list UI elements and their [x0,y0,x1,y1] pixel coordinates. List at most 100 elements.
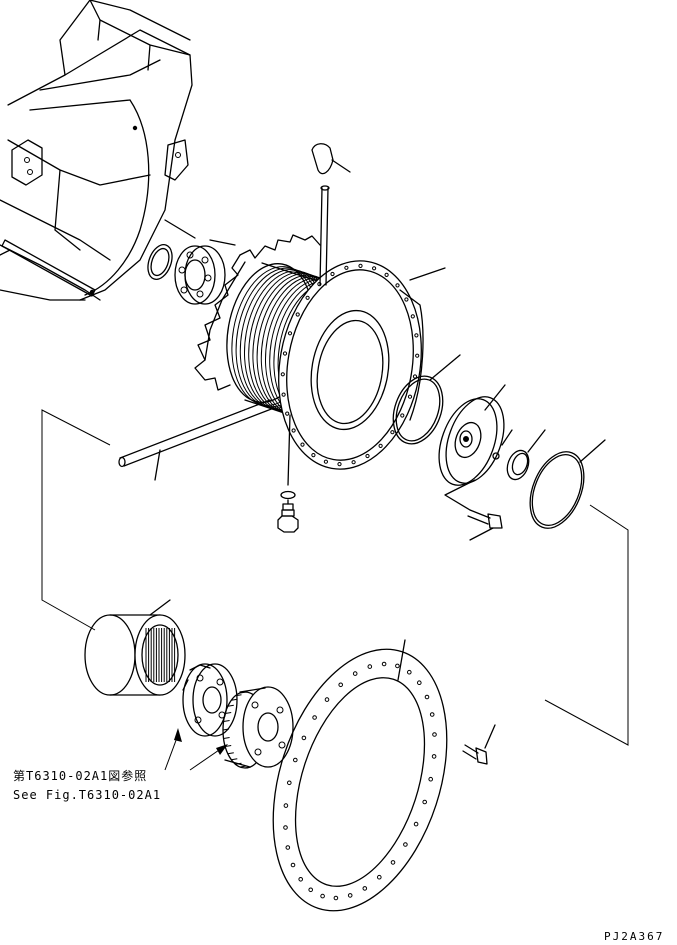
flange-bolt-hole [372,266,377,271]
plate-hole [285,845,291,850]
plate-hole [333,895,339,901]
flange-bolt-hole [414,333,419,338]
plate-hole [381,661,387,667]
flange-bolt-hole [285,411,290,416]
drum-sprocket [194,234,321,391]
ball [492,429,513,460]
bearing [174,239,236,305]
flange-bolt-hole [404,297,409,302]
drum-flange [278,260,446,470]
flange-bolt-hole [295,312,300,317]
flange-bolt-hole [395,283,400,288]
plate-bolt [462,724,496,765]
gear-tooth [240,765,247,768]
gear-tooth [235,694,242,697]
cover-bolt [444,479,503,541]
plate-hole [422,799,428,805]
cover-hub [438,384,506,486]
winch-frame [0,0,193,301]
plate-hole [347,893,353,898]
plate-hole [407,669,412,675]
reference-note-jp: 第T6310-02A1図参照 [13,769,148,783]
reference-arrows [164,728,228,771]
plate-hole [432,732,437,737]
gear-tooth [231,698,238,701]
flange-bolt-hole [323,459,328,464]
gear-tooth [235,762,242,765]
gear-tooth [240,691,247,694]
plate-hole [377,874,382,880]
gear-tooth [244,766,252,769]
plate-hole [283,803,289,808]
plate-hole [424,694,430,700]
plate-hole [417,680,422,686]
plate-hole [352,671,358,676]
flange-bolt-hole [365,453,370,459]
flange-bolt-hole [410,314,415,319]
plate-hole [338,682,344,688]
flange-bolt-hole [337,462,342,467]
long-shaft [118,399,275,481]
flange-bolt-hole [344,265,349,270]
flange-bolt-hole [291,428,296,433]
plate-hole [403,842,408,847]
flange-bolt-hole [400,413,405,418]
plate-hole [324,697,330,702]
gear-tooth [225,712,232,714]
planetary-carrier [182,663,238,737]
flange-bolt-hole [311,453,316,458]
flange-bolt-hole [415,353,420,358]
seal-ring [506,429,546,481]
plate-hole [320,893,325,899]
gear-housing [222,686,294,769]
vertical-pin [311,143,351,286]
plate-hole [390,860,396,865]
o-ring [392,354,461,445]
leader-lines [41,409,629,746]
flange-bolt-hole [384,272,389,277]
needle-bearing [84,599,186,696]
flange-bolt-hole [317,282,322,287]
gear-tooth [223,737,230,739]
gear-tooth [223,720,230,722]
flange-bolt-hole [351,460,356,465]
plate-hole [301,735,307,741]
plate-hole [283,825,288,830]
gear-tooth [231,758,238,761]
snap-ring-small [147,219,196,280]
flange-bolt-hole [305,295,310,300]
plate-hole [429,712,435,717]
plate-hole [290,862,296,868]
plate-hole [431,754,437,759]
brake-plate [272,639,448,912]
snap-ring-large [529,439,606,529]
plate-hole [287,780,292,786]
plate-hole [312,715,317,720]
plate-hole [298,877,304,882]
flange-bolt-hole [300,442,305,447]
gear-tooth [227,752,234,755]
flange-bolt-hole [378,443,383,448]
flange-bolt-hole [287,331,293,336]
flange-bolt-hole [281,392,286,397]
plate-hole [428,776,434,782]
plate-hole [413,821,419,827]
flange-bolt-hole [282,351,288,356]
flange-bolt-hole [330,271,335,277]
flange-bolt-hole [358,263,363,268]
flange-bolt-hole [407,394,413,399]
drawing-code: PJ2A367 [604,930,665,943]
plate-hole [293,757,298,763]
flange-bolt-hole [390,430,395,435]
flange-bolt-hole [280,372,285,377]
plate-hole [308,887,314,893]
drain-plug [277,414,299,533]
reference-note-en: See Fig.T6310-02A1 [13,788,162,802]
gear-tooth [227,704,234,707]
plate-hole [362,886,368,891]
plate-hole [395,663,400,669]
gear-tooth [222,728,230,731]
plate-hole [367,664,373,669]
